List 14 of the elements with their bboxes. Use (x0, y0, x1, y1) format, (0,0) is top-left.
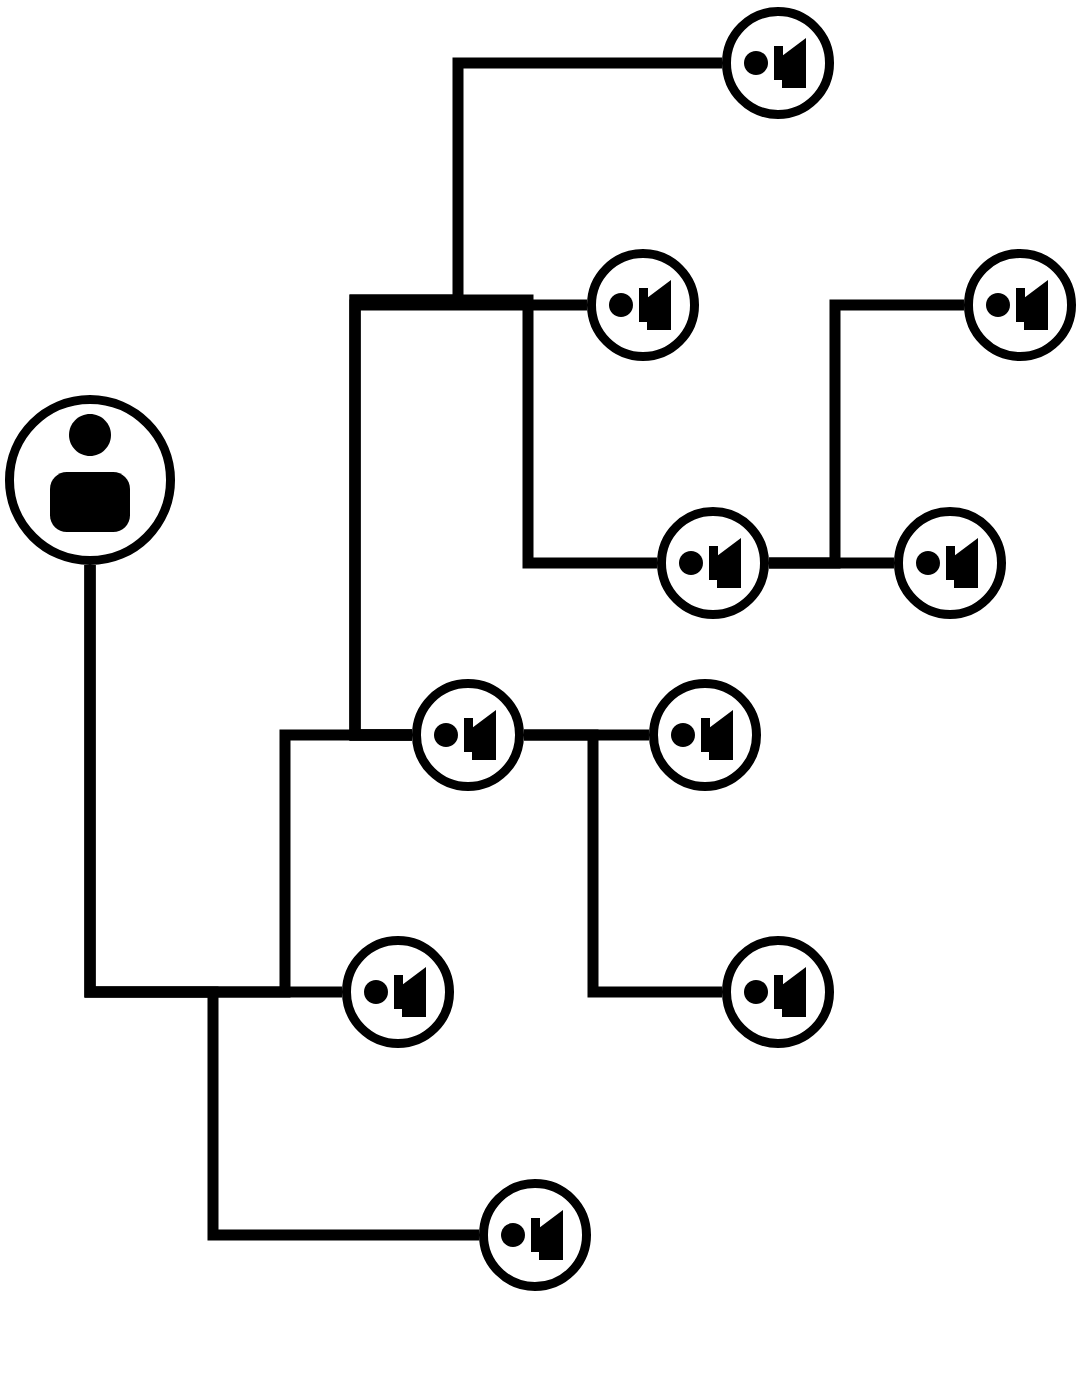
person-circle-icon (412, 679, 524, 791)
person-circle-icon (894, 507, 1006, 619)
connector-line (349, 294, 657, 741)
person-circle-icon (342, 936, 454, 1048)
person-circle-icon (657, 507, 769, 619)
person-circle-icon (722, 7, 834, 120)
person-circle-icon (5, 395, 175, 566)
person-circle-icon (479, 1179, 591, 1292)
person-circle-icon (722, 936, 834, 1048)
person-circle-icon (587, 249, 699, 362)
connector-line (769, 299, 964, 569)
connector-line (524, 729, 722, 998)
person-circle-icon (964, 249, 1076, 362)
person-circle-icon (649, 679, 761, 791)
